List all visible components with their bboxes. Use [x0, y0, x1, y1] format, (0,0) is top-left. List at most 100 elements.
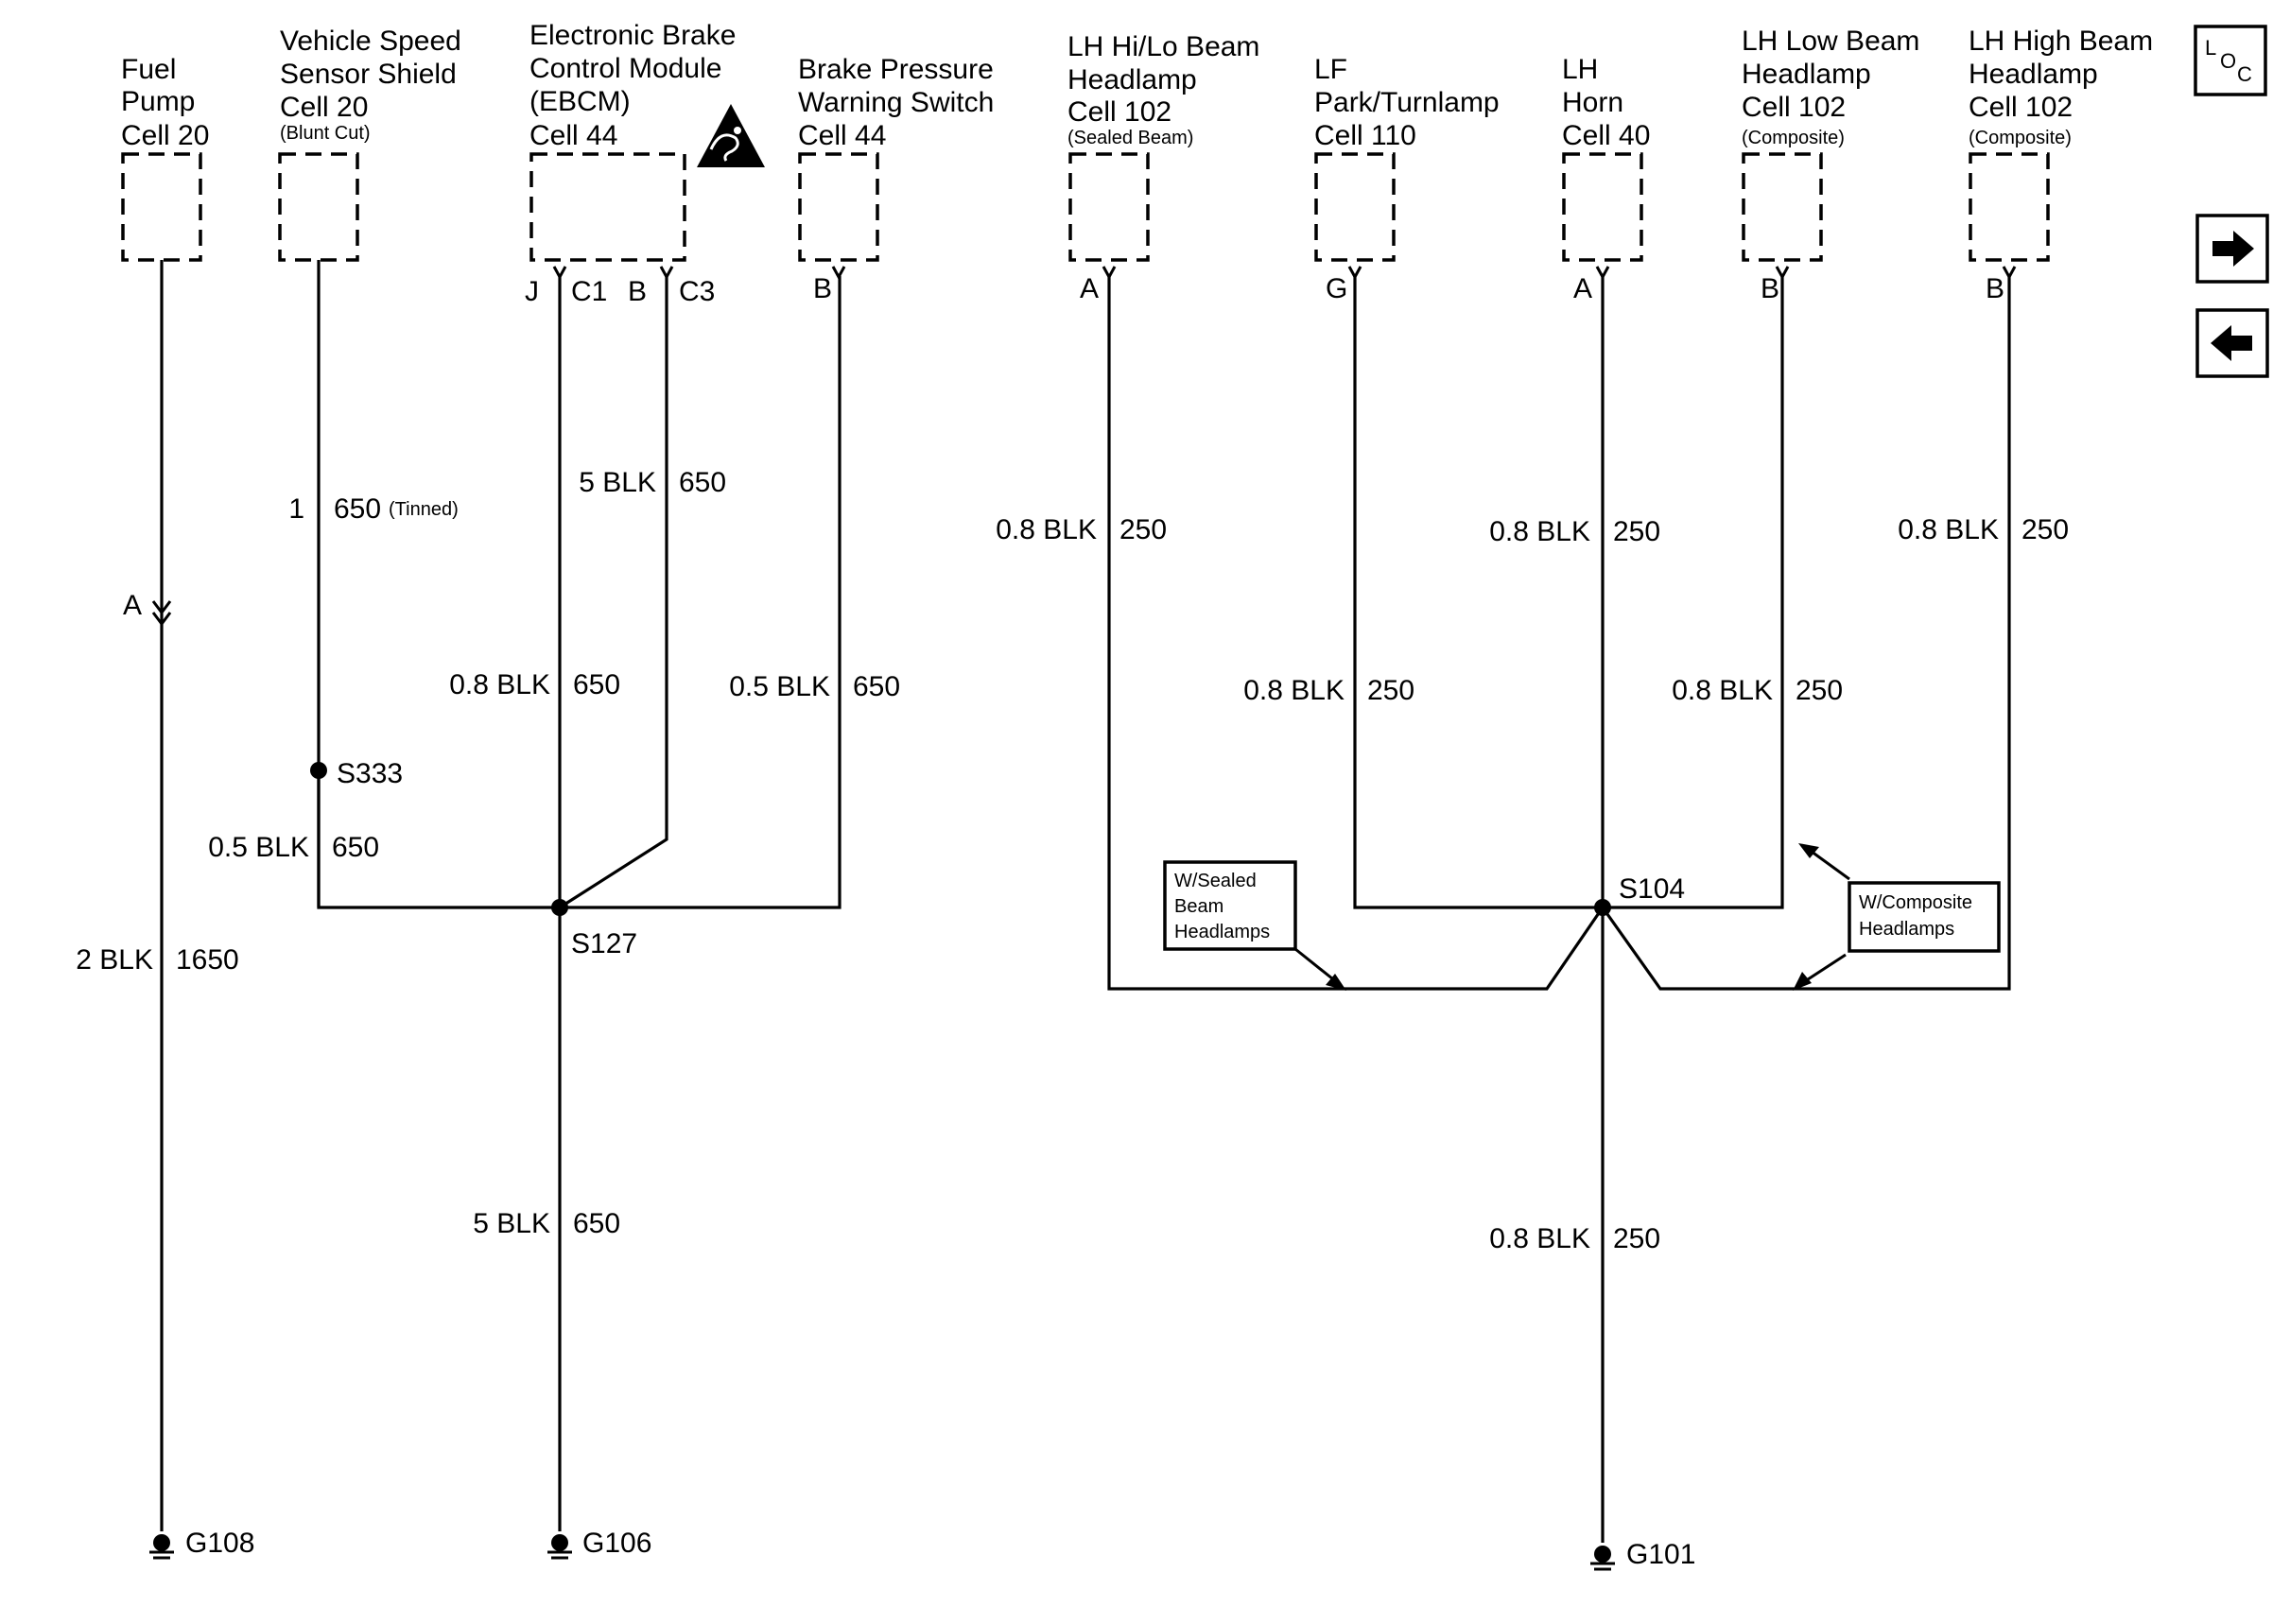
component-title: LH Hi/Lo Beam: [1067, 31, 1259, 62]
wire-gauge: 0.8 BLK: [449, 669, 550, 700]
component-note: (Sealed Beam): [1067, 128, 1193, 148]
pin-label: C1: [571, 276, 607, 307]
wire-gauge: 5 BLK: [473, 1208, 550, 1239]
component-cell: Cell 20: [280, 92, 368, 123]
splices: S333 S127 S104: [310, 758, 1685, 959]
wire-gauge: 0.8 BLK: [1489, 1223, 1590, 1254]
splice-label: S127: [571, 928, 637, 959]
wire-gauge: 0.5 BLK: [729, 671, 830, 702]
component-title: Fuel: [121, 54, 176, 85]
component-title: Sensor Shield: [280, 59, 457, 90]
inline-connector: A: [123, 590, 172, 627]
component-cell: Cell 102: [1969, 92, 2073, 123]
component-note: (Blunt Cut): [280, 123, 371, 144]
wire-circuit: 650: [334, 493, 381, 525]
back-button[interactable]: [2195, 308, 2269, 378]
loc-letter: L: [2205, 36, 2216, 60]
component-title: Headlamp: [1742, 59, 1871, 90]
wire-gauge: 0.8 BLK: [1898, 514, 1999, 545]
component-title: Warning Switch: [798, 87, 994, 118]
pin-label: A: [1080, 273, 1099, 304]
component-lh-horn: LH Horn Cell 40: [1562, 54, 1650, 151]
component-title: LH: [1562, 54, 1598, 85]
ground-icon: [547, 1534, 572, 1560]
component-cell: Cell 44: [529, 120, 617, 151]
wire-circuit: 650: [573, 1208, 620, 1239]
loc-letter: C: [2237, 62, 2252, 86]
component-box: [278, 152, 359, 262]
wire-gauge: 2 BLK: [76, 944, 153, 976]
wire-circuit: 250: [1367, 675, 1414, 706]
component-box: [1969, 152, 2050, 262]
wire-bus-s127: [317, 276, 842, 909]
component-title: LH Low Beam: [1742, 26, 1919, 57]
note-sealed-beam: W/Sealed Beam Headlamps: [1163, 860, 1346, 991]
wire-circuit: 650: [573, 669, 620, 700]
wire-labels: 1 650 (Tinned) 5 BLK 650 0.8 BLK 250 0.8…: [76, 467, 2069, 1254]
wire-gauge: 0.5 BLK: [208, 832, 309, 863]
arrow-head: [1793, 972, 1812, 991]
component-cell: Cell 102: [1067, 96, 1171, 128]
component-box: [121, 152, 202, 262]
wire-gauge: 0.8 BLK: [1489, 516, 1590, 547]
loc-letter: O: [2220, 49, 2236, 73]
terminal-marks: [552, 266, 2017, 281]
esd-warning-icon: [697, 104, 765, 167]
component-box: [1562, 152, 1643, 262]
component-lh-low-headlamp: LH Low Beam Headlamp Cell 102 (Composite…: [1742, 26, 1919, 148]
wire-circuit: 650: [679, 467, 726, 498]
wire-circuit: 1650: [176, 944, 239, 976]
note-line: Headlamps: [1174, 922, 1270, 942]
component-box: [798, 152, 879, 262]
wire-circuit: 650: [853, 671, 900, 702]
component-fuel-pump: Fuel Pump Cell 20: [121, 54, 209, 151]
component-box: [529, 152, 686, 262]
component-title: Horn: [1562, 87, 1623, 118]
arrow-head: [1326, 974, 1346, 991]
note-composite: W/Composite Headlamps: [1793, 843, 2001, 991]
component-lh-hilo-headlamp: LH Hi/Lo Beam Headlamp Cell 102 (Sealed …: [1067, 31, 1259, 148]
component-title: LH High Beam: [1969, 26, 2153, 57]
wire-circuit: 250: [2021, 514, 2069, 545]
component-title: LF: [1314, 54, 1347, 85]
component-cell: Cell 20: [121, 120, 209, 151]
pin-label: B: [1761, 273, 1779, 304]
component-vss-shield: Vehicle Speed Sensor Shield Cell 20 (Blu…: [280, 26, 461, 144]
pin-label: J: [525, 276, 539, 307]
wire-hilo-headlamp: [1107, 277, 1605, 991]
component-box: [1068, 152, 1150, 262]
component-cell: Cell 44: [798, 120, 886, 151]
wire-extra: (Tinned): [389, 499, 459, 520]
wire-gauge: 0.8 BLK: [1672, 675, 1773, 706]
component-cell: Cell 110: [1314, 120, 1416, 151]
forward-button[interactable]: [2195, 214, 2269, 284]
note-line: Beam: [1174, 896, 1223, 917]
component-lf-park-turnlamp: LF Park/Turnlamp Cell 110: [1314, 54, 1500, 151]
splice-dot: [1594, 899, 1611, 916]
component-ebcm: Electronic Brake Control Module (EBCM) C…: [529, 20, 765, 167]
component-title: (EBCM): [529, 86, 631, 117]
splice-dot: [310, 762, 327, 779]
wire-ebcm-c3: [559, 277, 668, 909]
wire-gauge: 0.8 BLK: [1243, 675, 1345, 706]
wire-circuit: 250: [1119, 514, 1167, 545]
note-line: W/Sealed: [1174, 871, 1257, 891]
component-brake-pressure-switch: Brake Pressure Warning Switch Cell 44: [798, 54, 994, 151]
ground-label: G106: [582, 1528, 651, 1559]
wire-circuit: 650: [332, 832, 379, 863]
wire-gauge: 5 BLK: [579, 467, 656, 498]
pin-label: B: [1986, 273, 2004, 304]
wire-circuit: 250: [1796, 675, 1843, 706]
location-button[interactable]: L O C: [2194, 25, 2267, 96]
wire-gauge: 0.8 BLK: [996, 514, 1097, 545]
component-title: Headlamp: [1067, 64, 1197, 95]
ground-label: G108: [185, 1528, 254, 1559]
inline-connector-label: A: [123, 590, 142, 621]
pin-label: G: [1326, 273, 1347, 304]
component-note: (Composite): [1742, 128, 1845, 148]
wire-high-headlamp: [1601, 277, 2011, 991]
component-title: Pump: [121, 86, 195, 117]
component-title: Vehicle Speed: [280, 26, 461, 57]
component-title: Headlamp: [1969, 59, 2098, 90]
